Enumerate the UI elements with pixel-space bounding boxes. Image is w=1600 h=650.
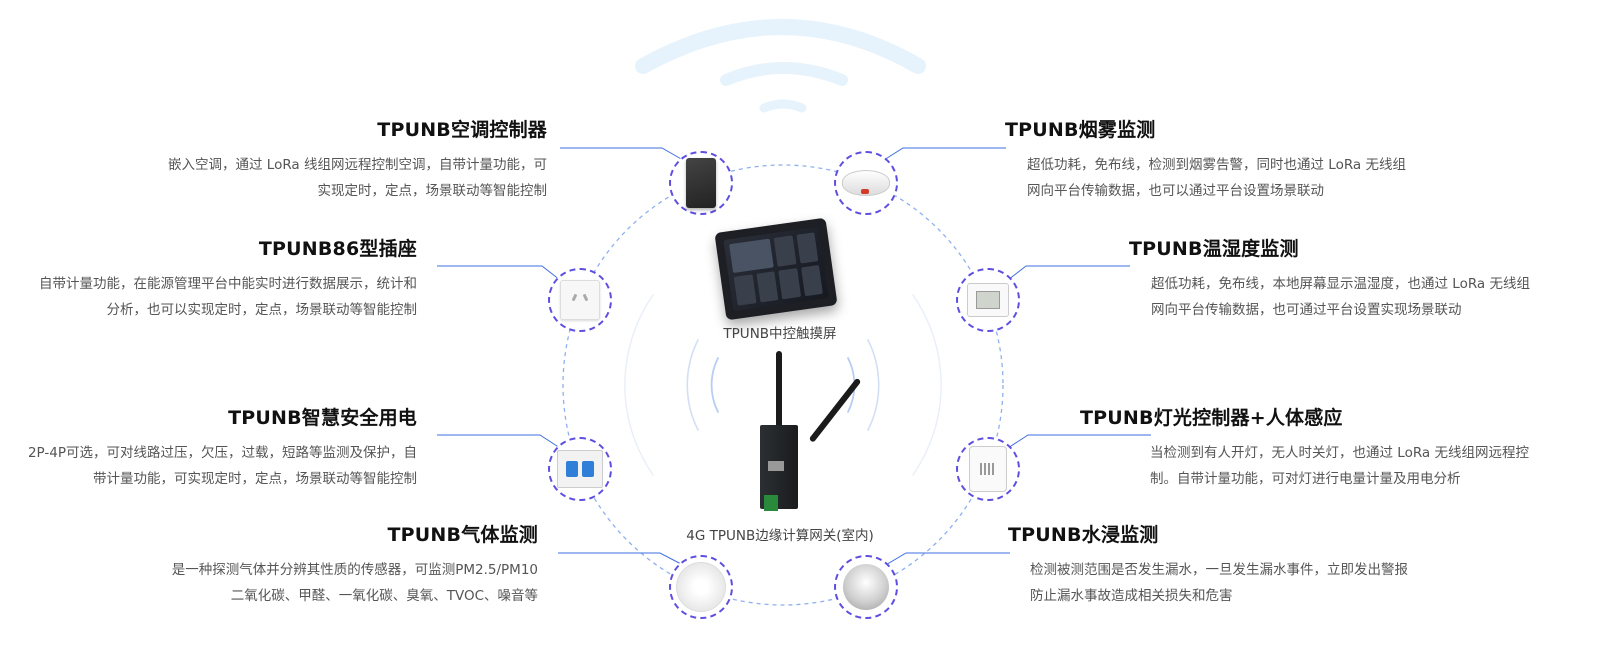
feature-gas: TPUNB气体监测 是一种探测气体并分辨其性质的传感器，可监测PM2.5/PM1… [0,521,538,609]
socket-node [548,268,612,332]
feature-title: TPUNB水浸监测 [1008,524,1159,546]
light-node [956,437,1020,501]
water-node [834,555,898,619]
wall-socket-icon [560,280,600,320]
feature-description: 超低功耗，免布线，检测到烟雾告警，同时也通过 LoRa 无线组 网向平台传输数据… [1027,157,1406,199]
feature-title: TPUNB温湿度监测 [1129,238,1299,260]
feature-description: 当检测到有人开灯，无人时关灯，也通过 LoRa 无线组网远程控 制。自带计量功能… [1150,445,1529,487]
feature-description: 超低功耗，免布线，本地屏幕显示温湿度，也通过 LoRa 无线组 网向平台传输数据… [1151,276,1530,318]
feature-description: 自带计量功能，在能源管理平台中能实时进行数据展示，统计和 分析，也可以实现定时，… [39,276,417,318]
feature-description: 是一种探测气体并分辨其性质的传感器，可监测PM2.5/PM10 二氧化碳、甲醛、… [171,562,538,604]
feature-title: TPUNB86型插座 [258,238,417,260]
feature-water: TPUNB水浸监测 检测被测范围是否发生漏水，一旦发生漏水事件，立即发出警报 防… [1008,521,1568,609]
edge-gateway-device-icon [742,345,862,515]
feature-smart-power: TPUNB智慧安全用电 2P-4P可选，可对线路过压，欠压，过载，短路等监测及保… [0,404,417,492]
feature-ac-controller: TPUNB空调控制器 嵌入空调，通过 LoRa 线组网远程控制空调，自带计量功能… [0,116,547,204]
gas-node [669,555,733,619]
feature-temp-humidity: TPUNB温湿度监测 超低功耗，免布线，本地屏幕显示温湿度，也通过 LoRa 无… [1129,235,1589,323]
feature-title: TPUNB智慧安全用电 [228,407,417,429]
wifi-signal-icon [635,19,926,113]
ac-controller-node [669,151,733,215]
feature-description: 嵌入空调，通过 LoRa 线组网远程控制空调，自带计量功能，可 实现定时，定点，… [168,157,547,199]
smoke-detector-icon [842,170,890,196]
feature-title: TPUNB空调控制器 [377,119,547,141]
smart-power-node [548,437,612,501]
feature-title: TPUNB气体监测 [387,524,538,546]
network-ring [562,164,1004,606]
feature-title: TPUNB烟雾监测 [1005,119,1156,141]
connector-lines [437,147,1151,567]
signal-waves [624,294,942,476]
feature-socket86: TPUNB86型插座 自带计量功能，在能源管理平台中能实时进行数据展示，统计和 … [0,235,417,323]
water-leak-sensor-icon [843,564,889,610]
temp-humidity-node [956,268,1020,332]
smoke-node [834,151,898,215]
touch-screen-device-icon [714,217,838,321]
feature-title: TPUNB灯光控制器+人体感应 [1080,407,1343,429]
feature-smoke: TPUNB烟雾监测 超低功耗，免布线，检测到烟雾告警，同时也通过 LoRa 无线… [1005,116,1565,204]
air-conditioner-controller-icon [686,158,716,208]
gateway-label: 4G TPUNB边缘计算网关(室内) [686,528,874,544]
feature-light: TPUNB灯光控制器+人体感应 当检测到有人开灯，无人时关灯，也通过 LoRa … [1080,404,1590,492]
feature-description: 2P-4P可选，可对线路过压，欠压，过载，短路等监测及保护，自 带计量功能，可实… [27,445,417,487]
feature-description: 检测被测范围是否发生漏水，一旦发生漏水事件，立即发出警报 防止漏水事故造成相关损… [1030,562,1408,604]
thermo-hygrometer-icon [967,283,1009,317]
motion-light-controller-icon [969,446,1007,492]
circuit-breaker-icon [557,450,603,488]
gas-sensor-icon [676,562,726,612]
touch-screen-label: TPUNB中控触摸屏 [723,326,837,342]
